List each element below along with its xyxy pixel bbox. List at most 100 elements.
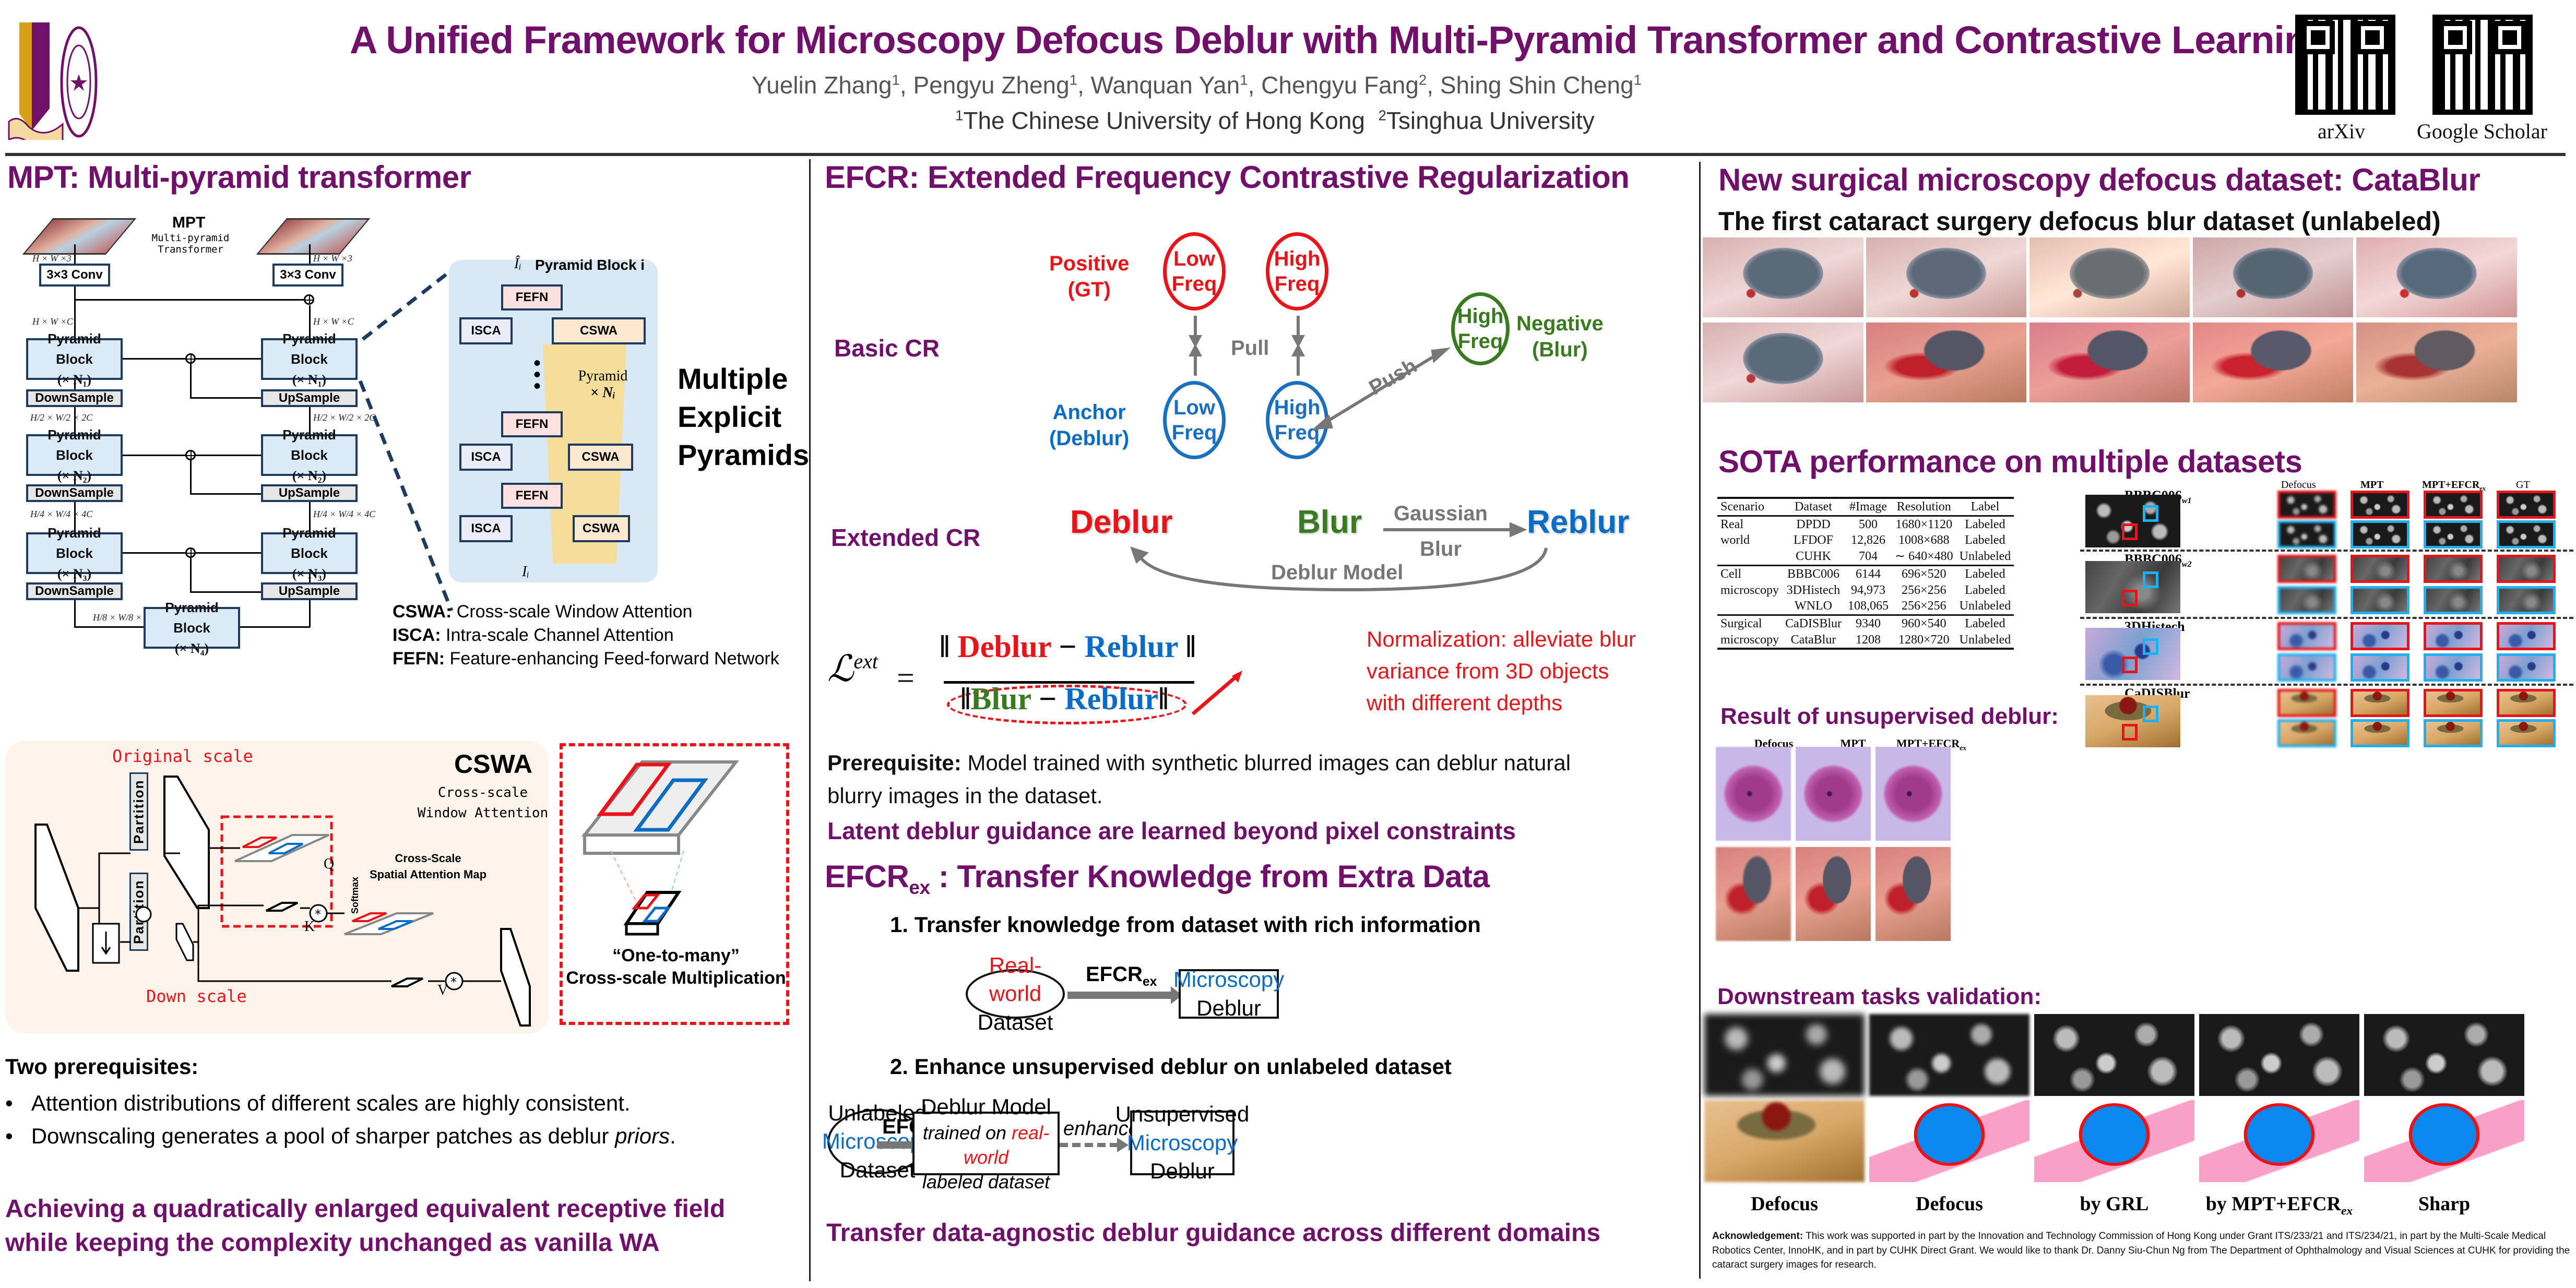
table-cell: CaDISBlur bbox=[1785, 617, 1842, 631]
crop-mpt-red bbox=[2351, 491, 2409, 519]
table-cell: 12,826 bbox=[1850, 533, 1885, 547]
line: (Deblur) bbox=[1049, 427, 1130, 450]
unsup-eye-mpt bbox=[1796, 847, 1871, 941]
affiliation: The Chinese University of Hong Kong bbox=[963, 107, 1365, 134]
roi-box bbox=[2143, 571, 2158, 588]
crop-mpt-blue bbox=[2351, 586, 2409, 614]
author: Yuelin Zhang bbox=[752, 71, 892, 99]
arxiv-qr-code[interactable] bbox=[2295, 15, 2395, 115]
circle-text: High bbox=[1457, 305, 1504, 328]
add-node bbox=[185, 353, 196, 364]
catablur-heading: New surgical microscopy defocus dataset:… bbox=[1718, 162, 2480, 197]
reblur-term: Reblur bbox=[1527, 504, 1630, 540]
table-header: Scenario bbox=[1720, 500, 1764, 514]
downstream-surgical-seg-2 bbox=[2034, 1100, 2194, 1182]
crop-gt-blue bbox=[2497, 653, 2556, 682]
poster-title: A Unified Framework for Microscopy Defoc… bbox=[350, 18, 2331, 62]
crop-mpt-efcr-blue bbox=[2424, 586, 2483, 614]
downstream-caption: Sharp bbox=[2364, 1192, 2524, 1215]
downstream-surgical-seg-0 bbox=[1704, 1100, 1865, 1182]
roi-box bbox=[2143, 706, 2158, 722]
original-scale-label: Original scale bbox=[112, 746, 253, 766]
prereq-italic: priors bbox=[615, 1124, 670, 1148]
unsup-eye-defocus bbox=[1716, 847, 1791, 941]
efcr: EFCR bbox=[1086, 963, 1143, 986]
block-label: Pyramid Block bbox=[282, 524, 336, 561]
softmax-label: Softmax bbox=[350, 877, 360, 914]
normalization-highlight bbox=[947, 685, 1187, 724]
one-to-many-caption: “One-to-many”Cross-scale Multiplication bbox=[564, 945, 788, 989]
dim-label: H × W ×3 bbox=[313, 253, 352, 264]
crop-gt-blue bbox=[2497, 586, 2556, 614]
line: variance from 3D objects bbox=[1367, 658, 1609, 683]
fefn-block: FEFN bbox=[501, 483, 563, 509]
table-cell: 6144 bbox=[1855, 567, 1881, 581]
crop-gt-red bbox=[2497, 689, 2556, 717]
den-reblur: Reblur bbox=[1064, 682, 1159, 716]
enhance-arrow bbox=[1060, 1143, 1118, 1147]
pyramid-word: Pyramid bbox=[578, 368, 628, 384]
real-world-italic: real-world bbox=[963, 1122, 1050, 1168]
dim-label: H/4 × W/4 × 4C bbox=[30, 509, 93, 519]
pyramid-block-dec-1: Pyramid Block(× N₁) bbox=[261, 331, 358, 387]
catablur-image bbox=[1703, 237, 1863, 317]
loss-denominator: ‖Blur − Reblur‖ bbox=[960, 681, 1169, 717]
circle-text: Freq bbox=[1274, 272, 1320, 295]
table-cell: 960×540 bbox=[1902, 617, 1946, 631]
arrow-line bbox=[190, 460, 192, 494]
circle-text: Low bbox=[1173, 396, 1215, 419]
table-cell-scenario: world bbox=[1720, 533, 1750, 547]
prereq-text: Downscaling generates a pool of sharper … bbox=[31, 1124, 615, 1148]
crop-defocus-blue bbox=[2277, 653, 2336, 682]
circle-text: High bbox=[1274, 247, 1321, 270]
prereq-title: Two prerequisites: bbox=[5, 1054, 199, 1079]
roi-box bbox=[2122, 590, 2138, 606]
multiple-explicit-pyramids: Multiple Explicit Pyramids bbox=[678, 360, 809, 474]
arrow-line bbox=[309, 407, 311, 434]
downstream-caption: Defocus bbox=[1704, 1192, 1865, 1215]
norm-bar: ‖ bbox=[960, 682, 971, 716]
downstream-caption: by MPT+EFCRex bbox=[2199, 1192, 2359, 1219]
affiliation: Tsinghua University bbox=[1386, 107, 1595, 134]
arrow-line bbox=[190, 364, 192, 398]
pull-push-arrows bbox=[1189, 316, 1451, 430]
line: with different depths bbox=[1367, 690, 1563, 715]
caption-text: by GRL bbox=[2080, 1193, 2149, 1215]
circle-text: Freq bbox=[1171, 272, 1217, 295]
conv-block-in: 3×3 Conv bbox=[39, 264, 110, 287]
crop-mpt-efcr-red bbox=[2424, 622, 2483, 650]
google-scholar-qr-code[interactable] bbox=[2432, 15, 2533, 115]
table-cell: CUHK bbox=[1795, 550, 1831, 564]
upsample-2: UpSample bbox=[261, 484, 358, 502]
legend-abbr: CSWA: bbox=[393, 602, 452, 622]
author-affiliation-mark: 1 bbox=[1240, 71, 1248, 88]
catablur-image bbox=[2356, 237, 2517, 317]
norm-bar: ‖ bbox=[940, 629, 950, 664]
downstream-cell-seg-1 bbox=[1869, 1014, 2029, 1096]
arrow-line bbox=[74, 600, 76, 626]
node-text: Dataset bbox=[839, 1157, 916, 1182]
heading-rest: : Transfer Knowledge from Extra Data bbox=[930, 859, 1490, 894]
catablur-image bbox=[2193, 323, 2353, 402]
block-multiplier: (× N₁) bbox=[292, 372, 327, 387]
legend-item: ISCA: Intra-scale Channel Attention bbox=[393, 624, 779, 647]
line: Anchor bbox=[1052, 401, 1126, 424]
author: Shing Shin Cheng bbox=[1440, 71, 1634, 99]
downstream-caption: Defocus bbox=[1869, 1192, 2029, 1215]
column-divider bbox=[1699, 162, 1701, 1279]
efcr-ex-arrow-1 bbox=[1067, 986, 1182, 1004]
one-to-many-diagram bbox=[581, 760, 740, 936]
catablur-subheading: The first cataract surgery defocus blur … bbox=[1718, 207, 2441, 236]
prereq-text: Attention distributions of different sca… bbox=[31, 1091, 631, 1115]
isca-block: ISCA bbox=[459, 317, 513, 344]
table-cell: 1208 bbox=[1855, 633, 1881, 647]
prereq-label: Prerequisite: bbox=[827, 750, 961, 775]
deblur-model-label: Deblur Model bbox=[1271, 561, 1404, 584]
dim-label: H × W ×C bbox=[32, 316, 73, 327]
line: “One-to-many” bbox=[612, 946, 740, 965]
line: Normalization: alleviate blur bbox=[1367, 627, 1636, 651]
